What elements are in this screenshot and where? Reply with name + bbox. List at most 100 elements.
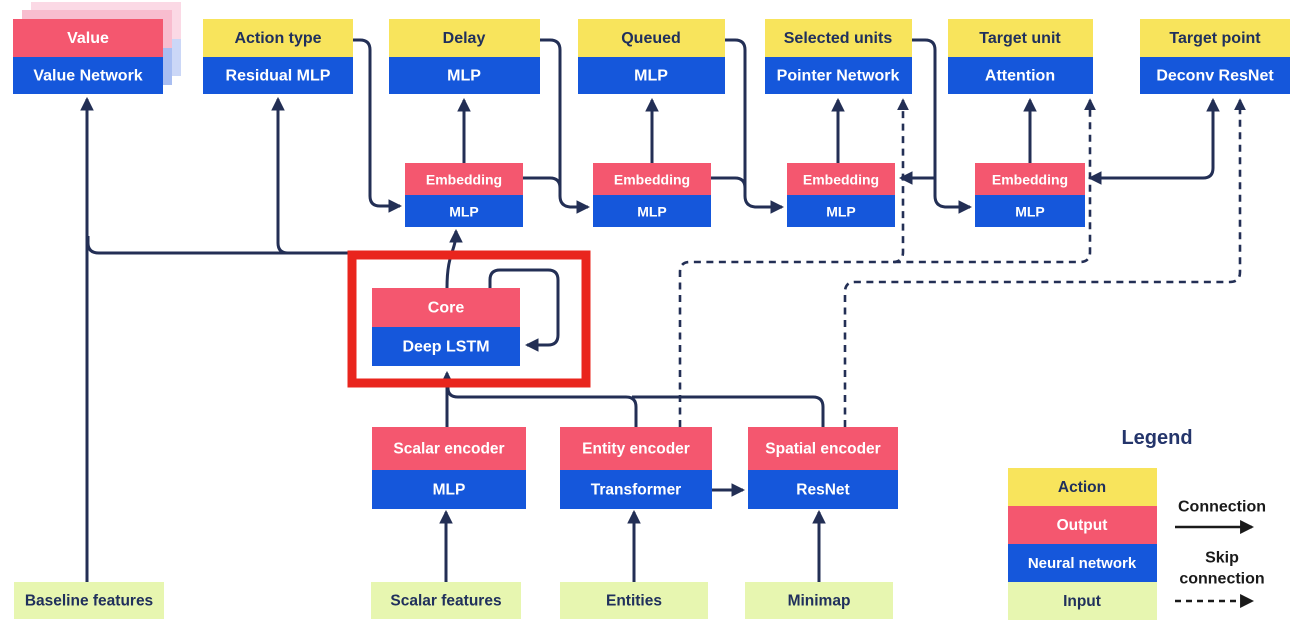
scalar-encoder-rect <box>372 427 526 470</box>
embedding1-mlp-label: MLP <box>449 204 479 220</box>
scalar-mlp-label: MLP <box>433 482 466 499</box>
block-delay: Delay MLP <box>389 19 540 94</box>
scalar-features-label: Scalar features <box>390 593 501 610</box>
line-spatial-encoder-merge <box>632 395 825 427</box>
action-type-rect <box>203 19 353 57</box>
baseline-features-label: Baseline features <box>25 593 153 610</box>
block-embedding-2: Embedding MLP <box>593 163 711 227</box>
legend-input-rect <box>1008 582 1157 620</box>
entities-label: Entities <box>606 593 662 610</box>
deep-lstm-rect <box>372 327 520 366</box>
highlight-box <box>347 250 591 388</box>
legend-skip-label-line1: Skip <box>1205 550 1239 567</box>
embedding4-label: Embedding <box>992 172 1068 188</box>
scalar-features-rect <box>371 582 521 619</box>
block-embedding-1: Embedding MLP <box>405 163 523 227</box>
embedding2-mlp-rect <box>593 195 711 227</box>
legend-neural-network-label: Neural network <box>1028 555 1137 572</box>
minimap-rect <box>745 582 893 619</box>
transformer-rect <box>560 470 712 509</box>
skip-entity-to-attention <box>678 98 1096 427</box>
baseline-features-rect <box>14 582 164 619</box>
value-network-rect <box>13 57 163 94</box>
legend-action-rect <box>1008 468 1157 506</box>
block-target-point: Target point Deconv ResNet <box>1140 19 1290 94</box>
line-lstm-self-loop <box>488 268 560 352</box>
skip-branch-to-pointer-network <box>892 98 909 264</box>
spatial-encoder-rect <box>748 427 898 470</box>
line-entity-encoder-merge <box>446 381 638 427</box>
queued-mlp-label: MLP <box>634 68 668 85</box>
line-embedding1-right-merge <box>523 176 562 196</box>
scalar-encoder-label: Scalar encoder <box>393 441 504 458</box>
deconv-resnet-rect <box>1140 57 1290 94</box>
deep-lstm-label: Deep LSTM <box>402 339 489 356</box>
embedding4-mlp-rect <box>975 195 1085 227</box>
block-spatial-encoder: Spatial encoder ResNet <box>748 427 898 509</box>
queued-mlp-rect <box>578 57 725 94</box>
value-label: Value <box>67 30 109 47</box>
transformer-label: Transformer <box>591 482 681 499</box>
input-entities: Entities <box>560 582 708 619</box>
resnet-rect <box>748 470 898 509</box>
block-value: Value Value Network <box>13 19 163 94</box>
legend-connection-label: Connection <box>1178 499 1266 516</box>
embedding3-mlp-rect <box>787 195 895 227</box>
input-scalar-features: Scalar features <box>371 582 521 619</box>
line-embedding4-to-deconv-resnet <box>1087 97 1220 185</box>
minimap-label: Minimap <box>788 593 851 610</box>
embedding2-mlp-label: MLP <box>637 204 667 220</box>
legend-neural-network-rect <box>1008 544 1157 582</box>
legend-action-label: Action <box>1058 479 1106 496</box>
core-rect <box>372 288 520 327</box>
delay-mlp-label: MLP <box>447 68 481 85</box>
residual-mlp-label: Residual MLP <box>226 68 331 85</box>
selected-units-label: Selected units <box>784 30 893 47</box>
block-queued: Queued MLP <box>578 19 725 94</box>
block-embedding-4: Embedding MLP <box>975 163 1085 227</box>
legend-input-label: Input <box>1063 593 1101 610</box>
legend-output-rect <box>1008 506 1157 544</box>
attention-label: Attention <box>985 68 1055 85</box>
embedding4-rect <box>975 163 1085 195</box>
pointer-network-rect <box>765 57 912 94</box>
embedding2-rect <box>593 163 711 195</box>
embedding3-mlp-label: MLP <box>826 204 856 220</box>
line-action-type-to-embedding1 <box>353 38 403 213</box>
core-label: Core <box>428 300 465 317</box>
delay-label: Delay <box>443 30 486 47</box>
delay-rect <box>389 19 540 57</box>
attention-rect <box>948 57 1093 94</box>
input-minimap: Minimap <box>745 582 893 619</box>
queued-rect <box>578 19 725 57</box>
embedding1-mlp-rect <box>405 195 523 227</box>
embedding3-rect <box>787 163 895 195</box>
legend: Legend Action Output Neural network Inpu… <box>1008 427 1266 620</box>
entity-encoder-rect <box>560 427 712 470</box>
delay-mlp-rect <box>389 57 540 94</box>
line-embedding2-right-merge <box>711 176 747 196</box>
embedding1-label: Embedding <box>426 172 502 188</box>
embedding3-label: Embedding <box>803 172 879 188</box>
line-selected-units-to-embedding4 <box>912 38 973 214</box>
target-unit-label: Target unit <box>979 30 1061 47</box>
target-unit-rect <box>948 19 1093 57</box>
selected-units-rect <box>765 19 912 57</box>
input-baseline-features: Baseline features <box>14 582 164 619</box>
block-entity-encoder: Entity encoder Transformer <box>560 427 712 509</box>
entity-encoder-label: Entity encoder <box>582 441 690 458</box>
pointer-network-label: Pointer Network <box>777 68 900 85</box>
line-core-to-value-merge <box>86 236 292 255</box>
entities-rect <box>560 582 708 619</box>
spatial-encoder-label: Spatial encoder <box>765 441 880 458</box>
embedding2-label: Embedding <box>614 172 690 188</box>
block-scalar-encoder: Scalar encoder MLP <box>372 427 526 509</box>
block-core: Core Deep LSTM <box>372 288 520 366</box>
value-output-rect <box>13 19 163 57</box>
legend-skip-label-line2: connection <box>1179 571 1264 588</box>
target-point-rect <box>1140 19 1290 57</box>
line-queued-to-embedding3 <box>725 38 785 214</box>
block-target-unit: Target unit Attention <box>948 19 1093 94</box>
skip-connections <box>678 98 1246 427</box>
